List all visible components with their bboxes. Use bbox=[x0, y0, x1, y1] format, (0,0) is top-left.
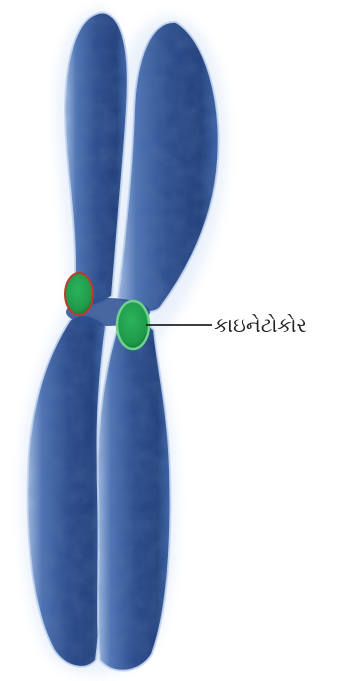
kinetochore-right bbox=[117, 301, 149, 349]
kinetochore-label: કાઇનેટોકોર bbox=[214, 313, 307, 337]
kinetochore-left bbox=[65, 273, 93, 315]
